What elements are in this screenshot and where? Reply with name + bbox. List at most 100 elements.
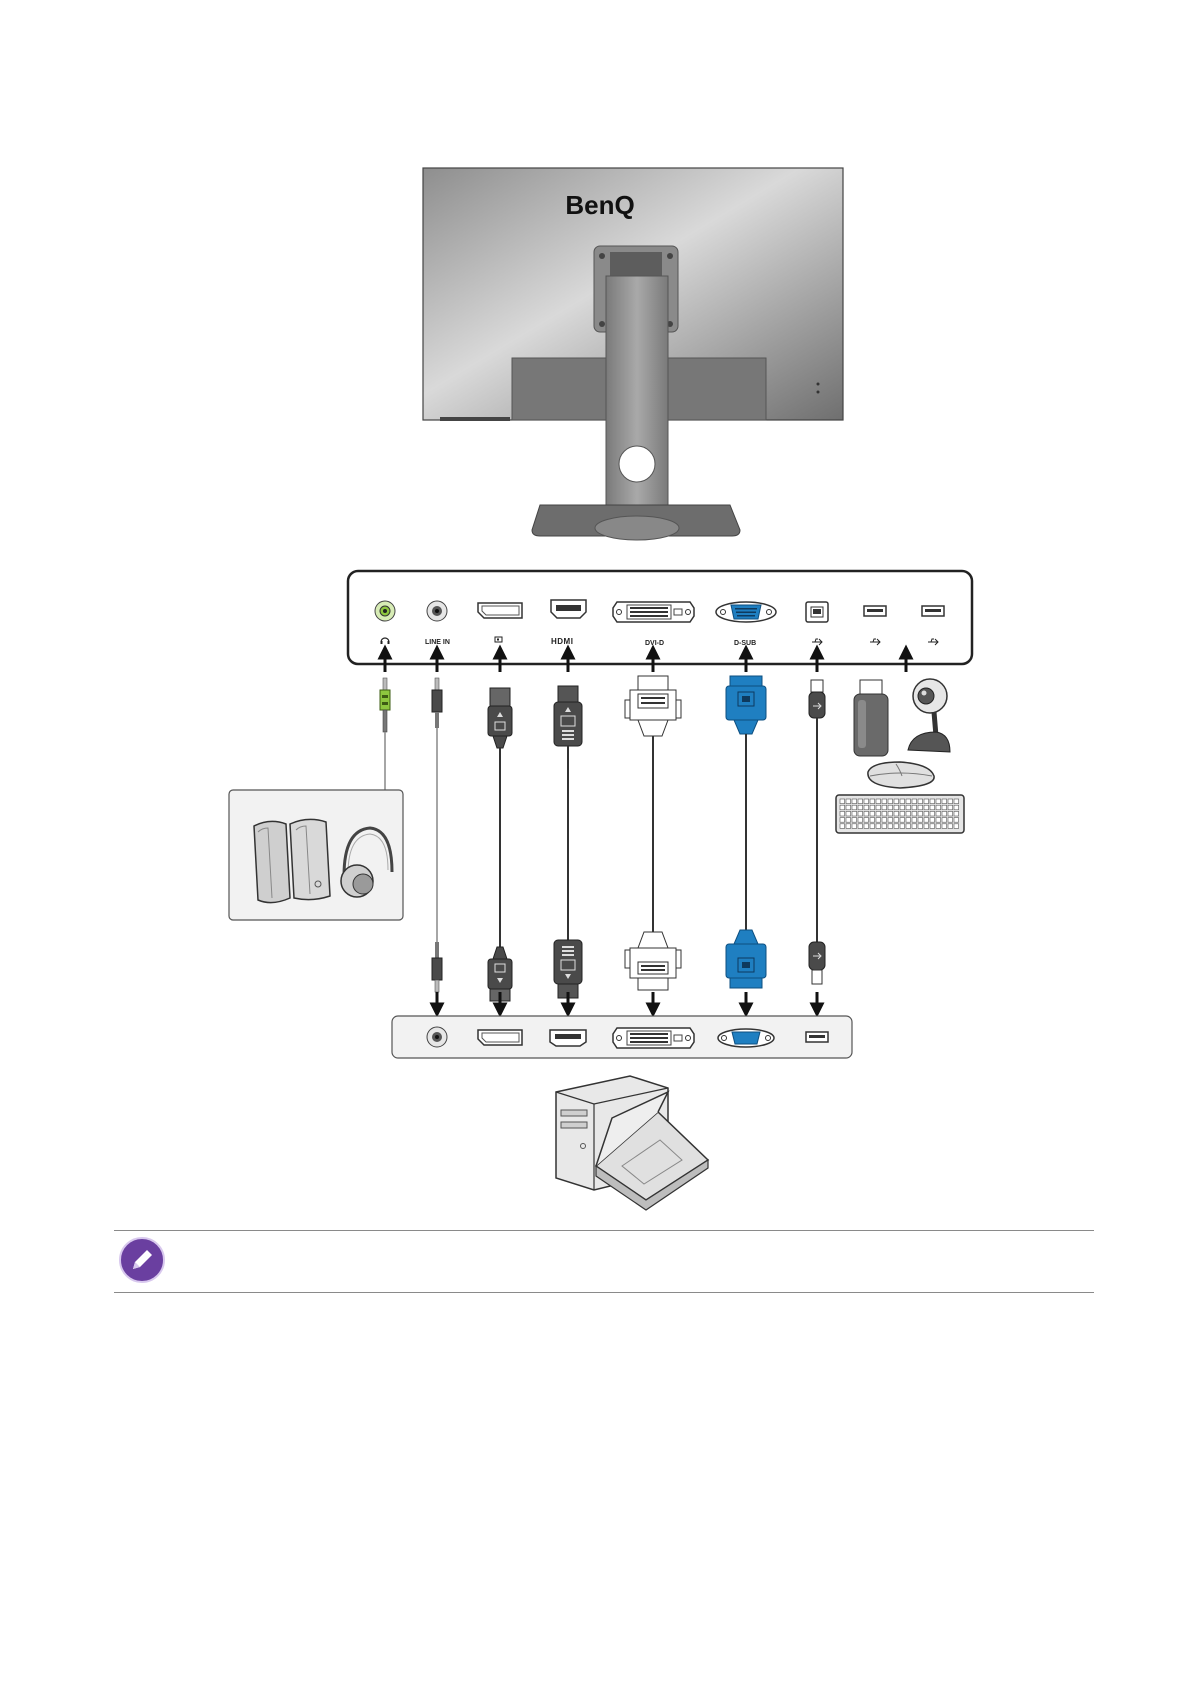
keyboard-key (894, 811, 899, 816)
keyboard-key (882, 818, 887, 823)
keyboard-key (882, 824, 887, 829)
audio-devices-panel (229, 790, 403, 920)
keyboard-key (912, 811, 917, 816)
keyboard-key (882, 811, 887, 816)
keyboard-key (852, 799, 857, 804)
keyboard-key (918, 824, 923, 829)
keyboard (836, 795, 964, 833)
keyboard-key (876, 818, 881, 823)
keyboard-key (900, 799, 905, 804)
keyboard-key (894, 824, 899, 829)
benq-logo: BenQ (565, 190, 634, 220)
keyboard-key (900, 805, 905, 810)
keyboard-key (906, 818, 911, 823)
keyboard-key (858, 824, 863, 829)
mouse (868, 762, 934, 788)
keyboard-key (888, 805, 893, 810)
keyboard-key (912, 818, 917, 823)
keyboard-key (882, 799, 887, 804)
hdmi-cable (554, 686, 582, 998)
keyboard-key (840, 805, 845, 810)
keyboard-key (936, 824, 941, 829)
keyboard-key (870, 811, 875, 816)
keyboard-key (936, 805, 941, 810)
keyboard-key (846, 805, 851, 810)
keyboard-key (924, 818, 929, 823)
keyboard-key (942, 805, 947, 810)
pencil-icon (118, 1236, 166, 1284)
monitor-port-panel: LINE IN HDMI (348, 571, 972, 664)
keyboard-key (930, 805, 935, 810)
keyboard-key (888, 818, 893, 823)
displayport-cable (488, 688, 512, 1001)
keyboard-key (864, 811, 869, 816)
keyboard-key (858, 799, 863, 804)
keyboard-key (894, 799, 899, 804)
keyboard-key (954, 805, 959, 810)
keyboard-key (906, 811, 911, 816)
keyboard-key (930, 799, 935, 804)
keyboard-key (852, 811, 857, 816)
line-in-label: LINE IN (425, 639, 450, 646)
vga-cable (726, 676, 766, 988)
keyboard-key (954, 811, 959, 816)
keyboard-key (888, 824, 893, 829)
hdmi-label: HDMI (551, 637, 573, 646)
keyboard-key (900, 811, 905, 816)
keyboard-key (876, 824, 881, 829)
keyboard-key (912, 799, 917, 804)
keyboard-key (954, 799, 959, 804)
note-bottom-rule (114, 1292, 1094, 1293)
keyboard-key (936, 818, 941, 823)
keyboard-key (846, 799, 851, 804)
pc-displayport (478, 1030, 522, 1045)
keyboard-key (924, 824, 929, 829)
keyboard-key (876, 805, 881, 810)
keyboard-key (948, 824, 953, 829)
keyboard-key (924, 811, 929, 816)
keyboard-key (906, 799, 911, 804)
note-top-rule (114, 1230, 1094, 1231)
keyboard-key (954, 818, 959, 823)
keyboard-key (924, 799, 929, 804)
keyboard-key (864, 824, 869, 829)
keyboard-key (906, 824, 911, 829)
d-sub-label: D-SUB (734, 640, 756, 647)
keyboard-key (882, 805, 887, 810)
keyboard-key (864, 799, 869, 804)
keyboard-key (954, 824, 959, 829)
keyboard-key (846, 824, 851, 829)
keyboard-key (912, 824, 917, 829)
keyboard-key (948, 811, 953, 816)
keyboard-key (858, 818, 863, 823)
keyboard-key (840, 818, 845, 823)
keyboard-key (918, 811, 923, 816)
keyboard-key (876, 811, 881, 816)
keyboard-key (864, 805, 869, 810)
keyboard-key (918, 805, 923, 810)
keyboard-key (930, 824, 935, 829)
keyboard-key (888, 811, 893, 816)
keyboard-key (846, 818, 851, 823)
dvi-d-label: DVI-D (645, 640, 664, 647)
keyboard-key (852, 818, 857, 823)
keyboard-key (918, 799, 923, 804)
keyboard-key (930, 818, 935, 823)
usb-cable (809, 680, 825, 984)
keyboard-key (900, 818, 905, 823)
keyboard-key (858, 811, 863, 816)
usb-flash-drive (854, 680, 888, 756)
keyboard-key (894, 818, 899, 823)
keyboard-key (942, 824, 947, 829)
keyboard-key (852, 824, 857, 829)
keyboard-key (888, 799, 893, 804)
keyboard-key (918, 818, 923, 823)
keyboard-key (930, 811, 935, 816)
keyboard-key (864, 818, 869, 823)
keyboard-key (942, 818, 947, 823)
keyboard-key (846, 811, 851, 816)
keyboard-key (948, 805, 953, 810)
pc-dvi-port (613, 1028, 694, 1048)
keyboard-key (858, 805, 863, 810)
keyboard-key (870, 824, 875, 829)
